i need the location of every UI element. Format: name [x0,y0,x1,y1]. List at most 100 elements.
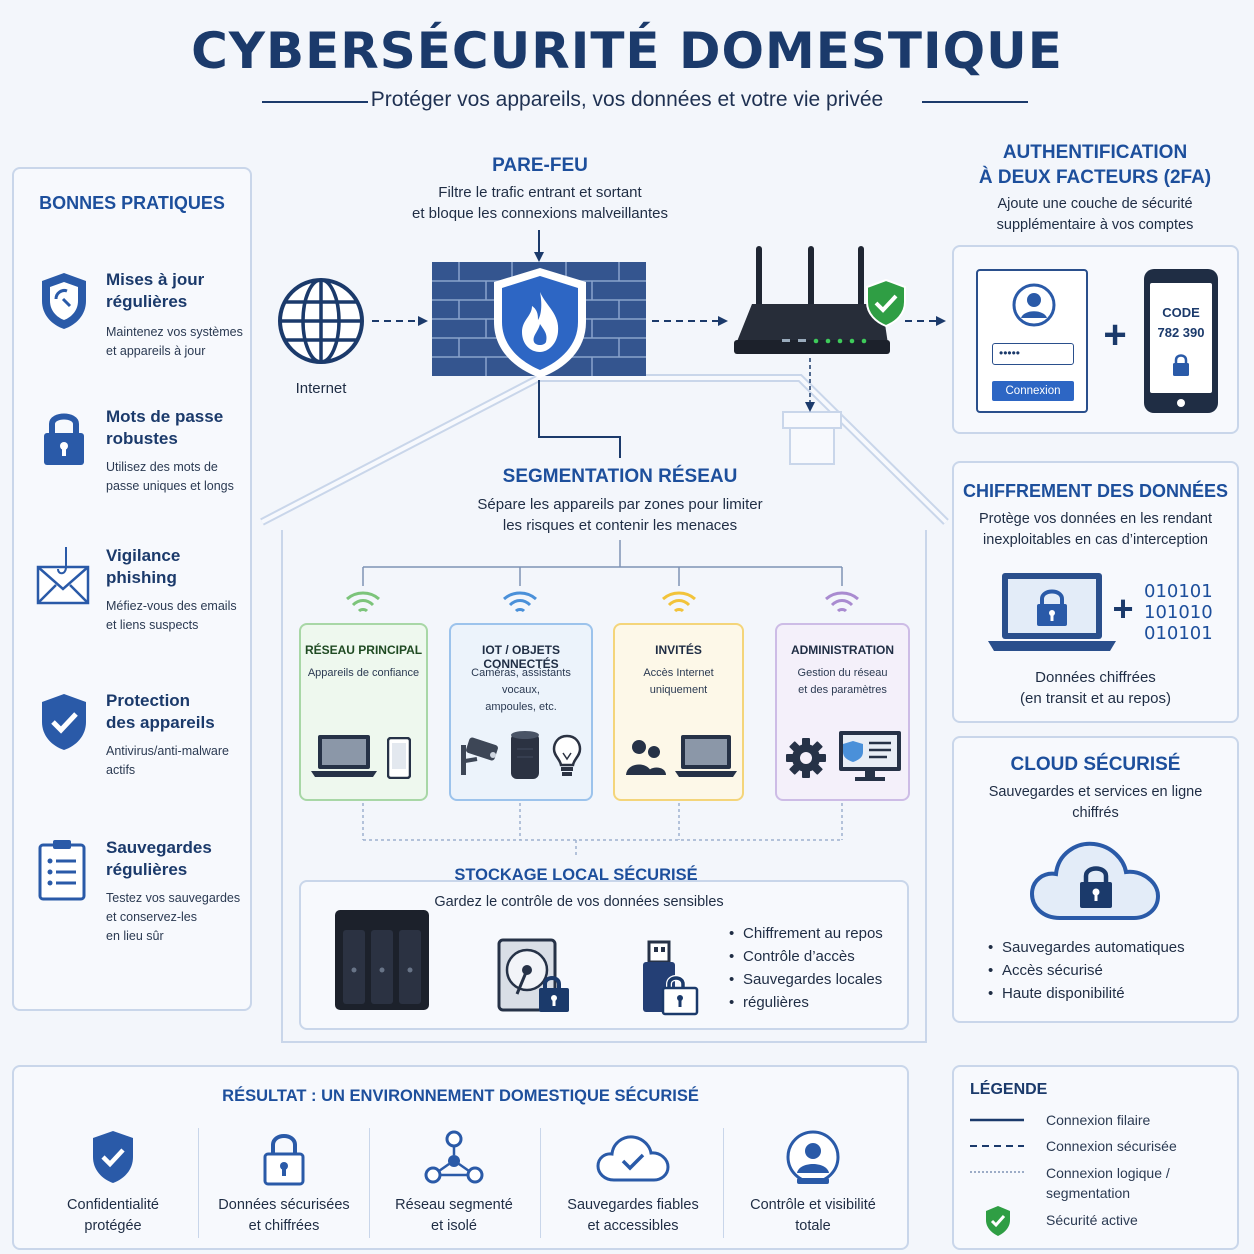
cloud-panel: CLOUD SÉCURISÉ Sauvegardes et services e… [952,736,1239,1023]
firewall-title: PARE-FEU [492,155,588,176]
phone-lock-icon [1173,354,1189,376]
padlock-icon [44,413,84,465]
wifi-icon [346,591,380,613]
page-subtitle: Protéger vos appareils, vos données et v… [370,88,884,111]
phone-home-button [1177,399,1185,407]
result-divider [540,1128,541,1238]
encryption-plus: + [1112,588,1134,629]
subtitle-rule-right [922,101,1028,103]
result-divider [198,1128,199,1238]
cloud-bullet: Haute disponibilité [988,982,1228,1005]
legend-secure-line [970,1145,1024,1147]
binary-line: 101010 [1144,602,1213,623]
code-label: CODE [1162,305,1200,320]
zone-desc: Caméras, assistants vocaux,ampoules, etc… [471,667,571,713]
legend-wired-line [970,1118,1024,1122]
wifi-icon [825,591,859,613]
zone-title: IOT / OBJETS CONNECTÉS [481,643,560,671]
laptop-icon [311,735,377,777]
legend-active-label: Sécurité active [1046,1212,1138,1228]
cloud-title: CLOUD SÉCURISÉ [1010,754,1181,775]
cloud-check-icon [596,1135,670,1182]
subtitle-rule-left [262,101,368,103]
login-button[interactable]: Connexion [992,381,1074,401]
zone-title: RÉSEAU PRINCIPAL [304,643,423,657]
router-icon [734,246,890,354]
page-title: CYBERSÉCURITÉ DOMESTIQUE [191,22,1063,80]
globe-icon [278,278,364,364]
password-field[interactable]: ••••• [992,343,1074,365]
smart-speaker-icon [511,731,539,779]
zone-desc: Accès Internet uniquement [643,667,714,696]
legend-logical-line [970,1171,1024,1173]
laptop-icon [675,735,737,777]
local-storage-title: STOCKAGE LOCAL SÉCURISÉ [454,866,698,884]
cloud-bullet: Sauvegardes automatiques [988,936,1228,959]
clipboard-checklist-icon [38,840,86,901]
result-title: RÉSULTAT : UN ENVIRONNEMENT DOMESTIQUE S… [222,1087,699,1105]
firewall-shield-flame-icon [494,268,586,378]
twofa-plus: + [1103,313,1127,357]
binary-line: 010101 [1144,623,1213,644]
gear-icon [786,738,826,778]
cloud-lock-icon [1030,841,1160,920]
smartphone: CODE 782 390 [1144,269,1218,413]
result-panel: RÉSULTAT : UN ENVIRONNEMENT DOMESTIQUE S… [12,1065,909,1250]
cloud-bullets: Sauvegardes automatiques Accès sécurisé … [988,936,1228,1005]
users-icon [626,740,666,775]
usb-drive-lock-icon [643,940,699,1016]
hard-drive-lock-icon [497,938,569,1012]
legend-wired-label: Connexion filaire [1046,1112,1151,1128]
binary-data: 010101 101010 010101 [1144,581,1224,644]
network-nodes-icon [424,1130,484,1184]
user-avatar-icon [1012,283,1056,327]
storage-bullet: Chiffrement au repos [729,922,909,945]
smartphone-icon [387,737,411,779]
good-practices-title: BONNES PRATIQUES [39,193,225,213]
local-storage-panel: Gardez le contrôle de vos données sensib… [299,880,909,1030]
shield-icon [42,273,86,329]
result-divider [369,1128,370,1238]
legend-secure-label: Connexion sécurisée [1046,1138,1177,1154]
padlock-icon [263,1134,305,1186]
legend-title: LÉGENDE [970,1081,1048,1098]
zone-main-network: RÉSEAU PRINCIPAL Appareils de confiance [299,623,428,801]
legend-logical-label: Connexion logique /segmentation [1046,1165,1170,1201]
local-storage-desc: Gardez le contrôle de vos données sensib… [434,894,724,910]
phishing-envelope-icon [36,547,90,605]
storage-bullet: Contrôle d’accès [729,945,909,968]
security-active-shield-icon [866,278,906,328]
wifi-icon [503,591,537,613]
smartphone-screen: CODE 782 390 [1150,283,1212,393]
encryption-caption: Données chiffrées(en transit et au repos… [1020,669,1171,707]
encryption-panel: CHIFFREMENT DES DONNÉES Protège vos donn… [952,461,1239,723]
result-divider [723,1128,724,1238]
twofa-panel: ••••• Connexion + CODE 782 390 [952,245,1239,434]
storage-bullet-continuation: régulières [729,991,909,1014]
binary-line: 010101 [1144,581,1213,602]
laptop-lock-icon [988,573,1116,651]
legend-panel: LÉGENDE Connexion filaire Connexion sécu… [952,1065,1239,1250]
